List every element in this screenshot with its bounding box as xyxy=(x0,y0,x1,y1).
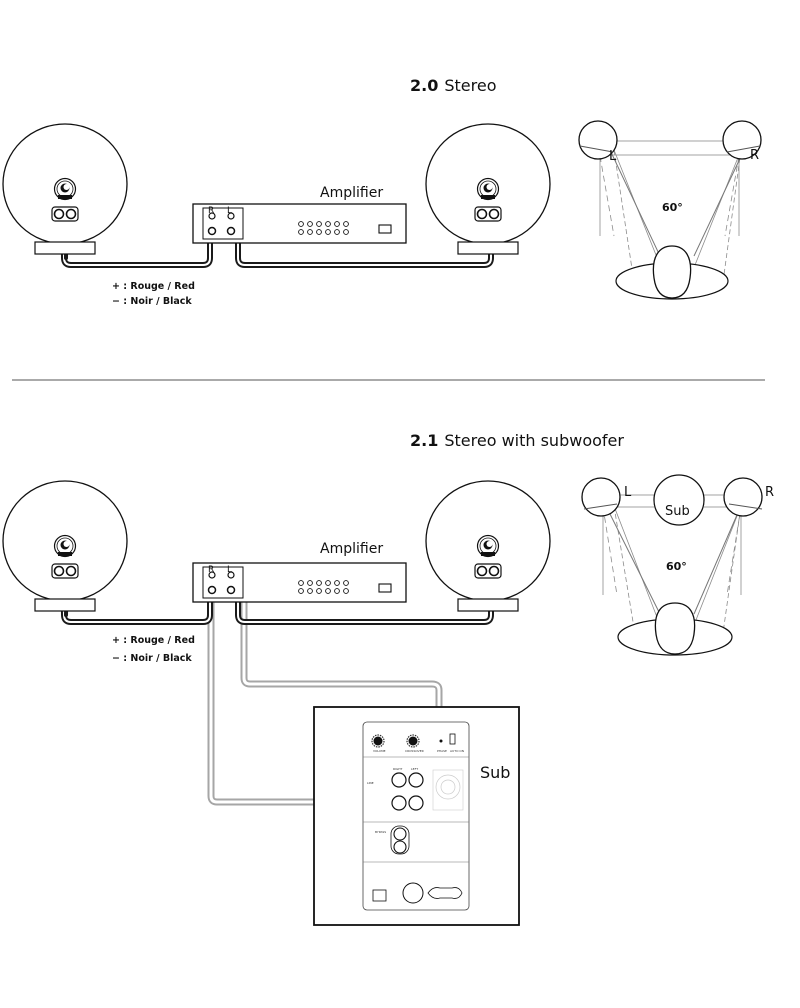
subwoofer-label: Sub xyxy=(480,763,510,782)
sub-left-label: LEFT xyxy=(411,767,418,771)
amplifier-1 xyxy=(192,203,407,244)
sub-right-label: RIGHT xyxy=(393,767,403,771)
amplifier-2 xyxy=(192,562,407,603)
sub-auto-on-label: AUTO ON xyxy=(450,749,464,753)
speaker-right-1 xyxy=(425,123,551,255)
subwoofer-box xyxy=(313,706,520,926)
legend-plus-1: + : Rouge / Red xyxy=(112,281,195,292)
amplifier-label-1: Amplifier xyxy=(320,185,383,201)
speaker-left-2 xyxy=(2,480,128,612)
amp-left-label-2: L xyxy=(227,565,232,575)
angle-label-2: 60° xyxy=(666,560,687,573)
amplifier-label-2: Amplifier xyxy=(320,541,383,557)
speaker-right-2 xyxy=(425,480,551,612)
amp-left-label-1: L xyxy=(227,206,232,216)
legend-plus-2: + : Rouge / Red xyxy=(112,635,195,646)
placement-left-label-2: L xyxy=(624,485,632,500)
placement-sub-label: Sub xyxy=(665,504,690,519)
sub-bypass-label: BYPASS xyxy=(375,830,386,834)
amp-right-label-1: R xyxy=(208,206,214,216)
sub-line-label: LINE xyxy=(367,781,374,785)
sub-crossover-label: CROSSOVER xyxy=(405,749,424,753)
placement-right-label-2: R xyxy=(765,485,774,500)
legend-minus-1: − : Noir / Black xyxy=(112,296,192,307)
placement-diagram-stereo xyxy=(578,120,762,300)
placement-left-label-1: L xyxy=(609,149,617,164)
placement-diagram-sub xyxy=(581,474,763,656)
placement-right-label-1: R xyxy=(750,148,759,163)
sub-volume-label: VOLUME xyxy=(373,749,386,753)
legend-minus-2: − : Noir / Black xyxy=(112,653,192,664)
angle-label-1: 60° xyxy=(662,201,683,214)
sub-phase-label: PHASE xyxy=(437,749,447,753)
amp-right-label-2: R xyxy=(208,565,214,575)
speaker-left-1 xyxy=(2,123,128,255)
